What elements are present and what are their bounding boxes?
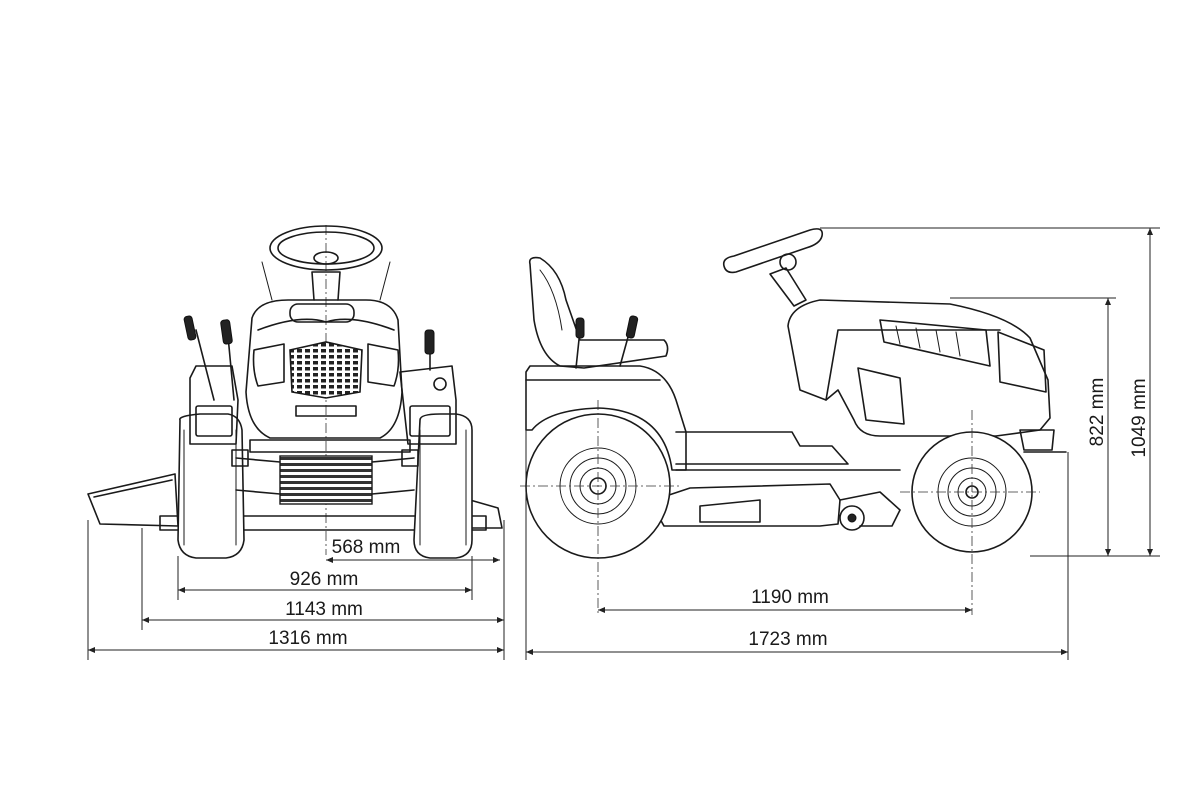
front-bumper-slot	[295, 405, 357, 417]
front-lever-mid-grip	[220, 319, 233, 345]
side-hood-vent-slats	[895, 325, 961, 357]
front-grille	[289, 341, 363, 399]
front-hood-vent	[289, 303, 355, 323]
front-view-dimensions: 568 mm 926 mm 1143 mm 1316 mm	[87, 520, 505, 660]
side-deck-wheel	[839, 505, 865, 531]
side-view-dimensions: 1190 mm 1723 mm 822 mm 1049 mm	[525, 227, 1160, 660]
front-view-tractor	[87, 225, 503, 559]
front-right-fender	[399, 365, 457, 445]
dim-label-overall-height: 1049 mm	[1129, 378, 1150, 457]
side-steering-column	[769, 267, 807, 307]
front-left-box	[195, 405, 233, 437]
side-seat-contour	[539, 269, 563, 331]
dim-label-deck-offset: 568 mm	[332, 537, 401, 558]
side-hood-panel	[825, 329, 1001, 401]
front-fuel-cap	[433, 377, 447, 391]
front-left-fender	[189, 365, 239, 445]
front-engine	[279, 455, 373, 505]
front-right-headlight	[367, 343, 400, 387]
front-left-wheel	[177, 413, 245, 559]
side-deck-wheel-hub	[847, 513, 857, 523]
front-tie-rods	[235, 457, 415, 495]
front-deck-left-edge	[93, 479, 173, 498]
dim-label-hood-height: 822 mm	[1087, 378, 1108, 447]
side-deck-cover	[699, 499, 761, 523]
front-deck-base	[159, 515, 487, 531]
front-lever-left	[195, 329, 215, 401]
side-steering-hub	[779, 253, 797, 271]
front-seat-outline	[261, 261, 391, 301]
front-lever-left-grip	[183, 315, 197, 341]
side-steering-wheel	[722, 228, 824, 274]
side-seat	[528, 256, 669, 369]
side-hood-vent	[879, 319, 991, 367]
front-hood	[245, 299, 403, 439]
front-lever-mid	[227, 335, 235, 401]
side-headlight	[997, 331, 1047, 393]
front-right-wheel	[413, 413, 473, 559]
front-steering-column	[311, 271, 341, 301]
side-front-bumper	[1019, 429, 1055, 451]
side-engine-vent	[857, 367, 905, 425]
front-left-hub	[231, 449, 249, 467]
front-right-hub	[401, 449, 419, 467]
dim-label-overall-length: 1723 mm	[748, 629, 827, 650]
side-view-tractor	[520, 228, 1067, 615]
side-lever-1-grip	[575, 317, 585, 339]
side-mower-deck	[657, 483, 841, 527]
dim-label-overall-width: 1316 mm	[268, 628, 347, 649]
dim-label-wheelbase: 1190 mm	[751, 587, 829, 608]
front-axle-beam	[249, 439, 411, 453]
side-rear-fender	[525, 365, 687, 471]
front-left-headlight	[252, 343, 285, 387]
side-lever-2-grip	[625, 315, 639, 339]
front-lever-right-grip	[424, 329, 435, 355]
front-right-box	[409, 405, 451, 437]
dim-label-rear-width: 1143 mm	[285, 599, 363, 620]
front-steering-hub	[313, 251, 339, 265]
front-left-wheel-tread	[183, 429, 237, 546]
side-footboard	[675, 431, 849, 465]
front-steering-wheel	[269, 225, 383, 271]
front-right-wheel-tread	[419, 429, 467, 546]
side-deck-front	[839, 491, 901, 527]
side-hood	[787, 299, 1051, 437]
dim-label-track-width: 926 mm	[290, 569, 359, 590]
